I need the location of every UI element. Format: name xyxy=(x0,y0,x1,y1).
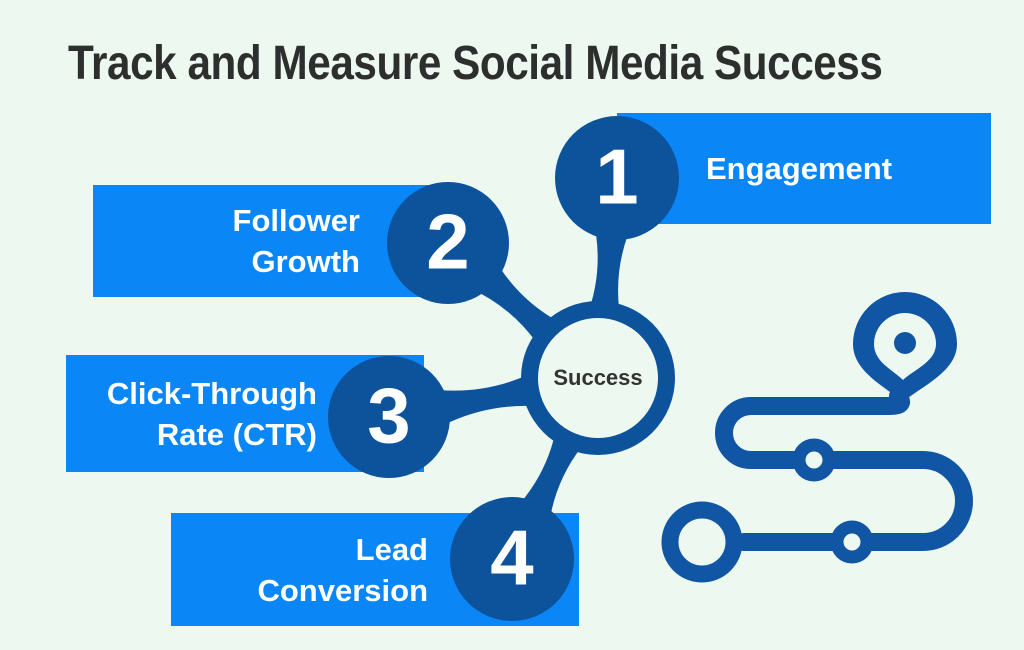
metric-label-line: Conversion xyxy=(257,572,428,608)
hub-label: Success xyxy=(553,365,643,390)
route-start-circle xyxy=(661,501,743,583)
hub-ring-inner xyxy=(538,318,658,438)
metric-label-line: Rate (CTR) xyxy=(156,416,317,452)
waypoint-hole xyxy=(805,451,823,469)
location-pin-inner xyxy=(874,313,936,380)
page-title: Track and Measure Social Media Success xyxy=(68,37,883,90)
route-map-icon xyxy=(661,292,973,583)
metric-bar-follower-growth: Follower Growth xyxy=(93,185,455,297)
location-pin-icon xyxy=(853,292,957,402)
hub-ring-outer xyxy=(521,301,675,455)
metric-label-line: Engagement xyxy=(705,151,893,186)
waypoint-icon xyxy=(792,438,836,482)
metric-bar-engagement: Engagement xyxy=(617,113,991,224)
metric-label-line: Growth xyxy=(251,244,361,279)
location-pin-dot xyxy=(894,332,916,354)
waypoint-hole xyxy=(843,533,861,551)
metric-label-line: Follower xyxy=(232,203,360,238)
metric-label-line: Lead xyxy=(355,531,428,567)
metric-label-line: Click-Through xyxy=(106,375,317,411)
metric-bar-ctr: Click-Through Rate (CTR) xyxy=(66,355,424,472)
route-path xyxy=(715,387,973,551)
metric-bar-lead-conversion: Lead Conversion xyxy=(171,513,579,626)
waypoint-icon xyxy=(830,520,874,564)
